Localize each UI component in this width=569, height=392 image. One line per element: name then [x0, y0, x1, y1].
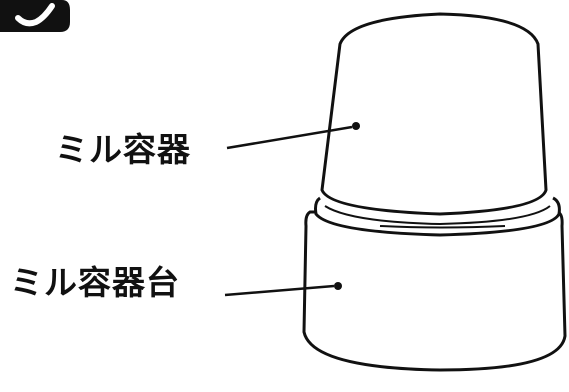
check-badge-icon [0, 0, 70, 32]
container-leader-line [226, 125, 353, 150]
mill-container-base [302, 196, 567, 372]
mill-container-label: ミル容器 [55, 130, 191, 169]
mill-container-base-label: ミル容器台 [10, 263, 180, 302]
container-callout-dot [352, 122, 360, 130]
mill-container [320, 12, 548, 216]
base-leader-line [224, 284, 335, 297]
base-callout-dot [334, 282, 342, 290]
